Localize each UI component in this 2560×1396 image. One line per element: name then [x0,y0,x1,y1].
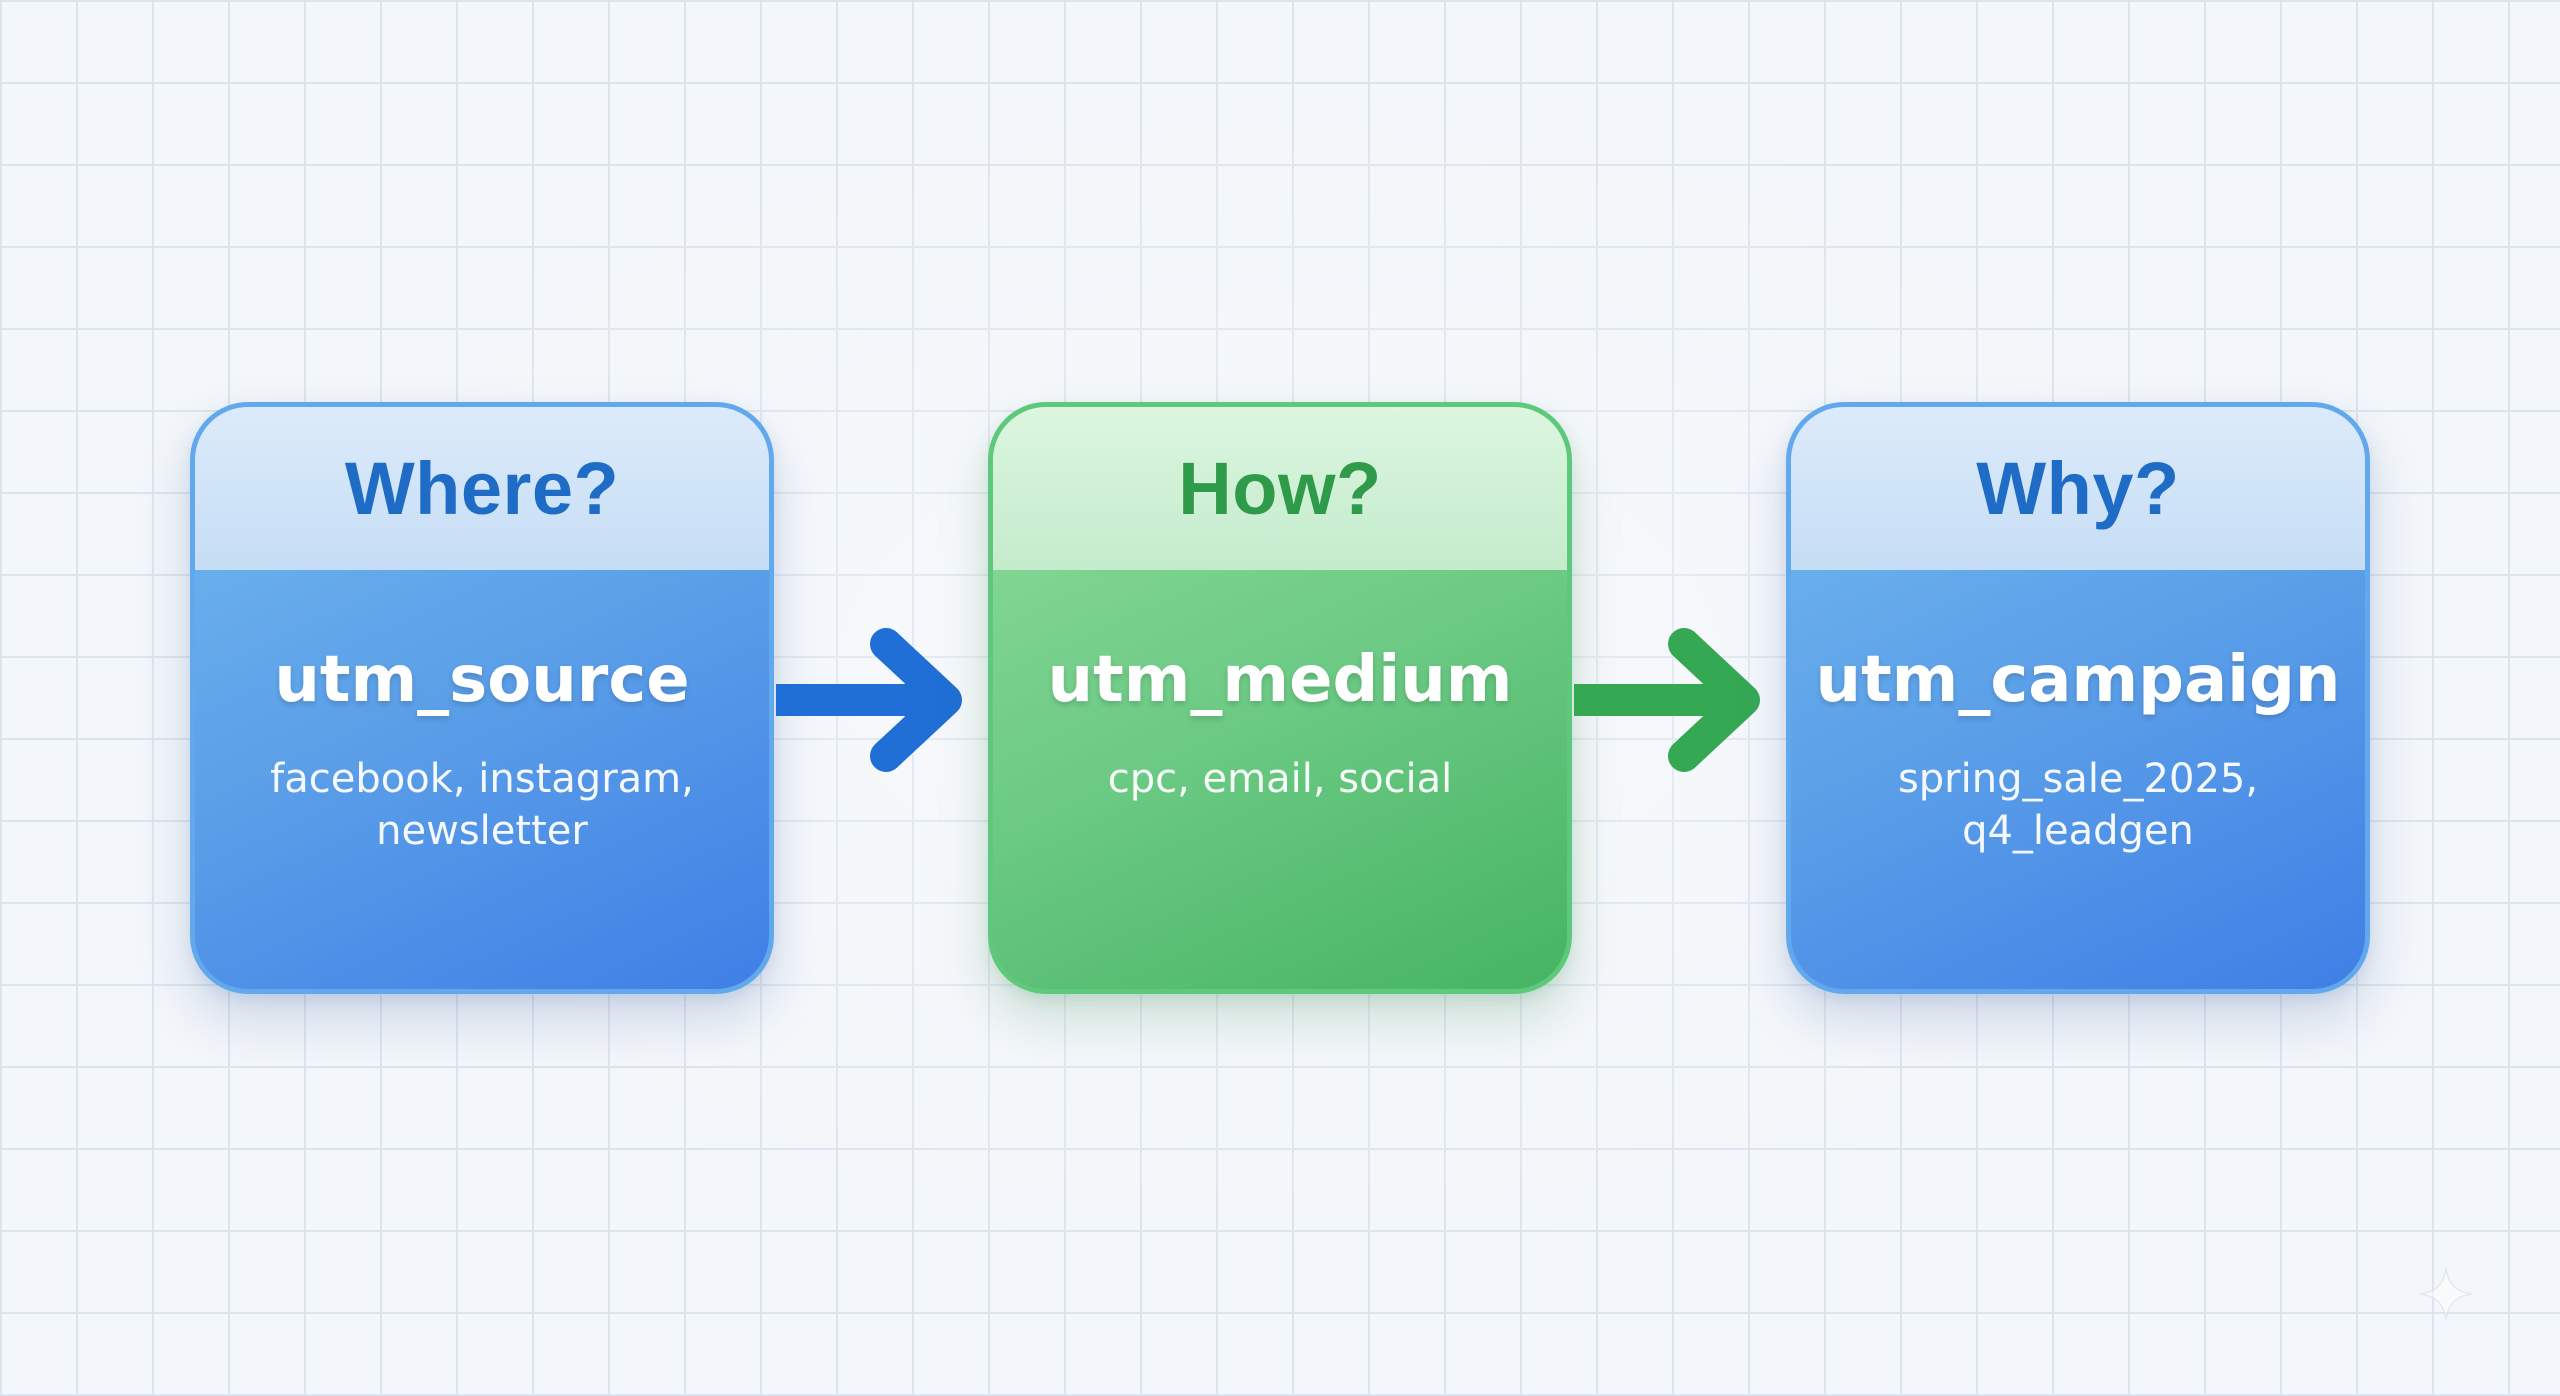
utm-campaign-examples-line-2: q4_leadgen [1962,808,2194,854]
utm-medium-examples: cpc, email, social [1023,753,1537,805]
utm-campaign-examples-line-1: spring_sale_2025, [1897,756,2259,802]
utm-campaign-card-header: Why? [1791,407,2365,570]
utm-campaign-parameter: utm_campaign [1815,643,2341,717]
utm-medium-question: How? [1178,447,1382,530]
utm-medium-card-header: How? [993,407,1567,570]
utm-medium-parameter: utm_medium [1047,643,1513,717]
utm-medium-examples-line-1: cpc, email, social [1107,756,1453,802]
utm-medium-card: How? utm_medium cpc, email, social [988,402,1572,994]
utm-source-card-header: Where? [195,407,769,570]
sparkle-icon [2419,1267,2473,1321]
utm-campaign-card: Why? utm_campaign spring_sale_2025, q4_l… [1786,402,2370,994]
arrow-right-icon [776,628,962,772]
arrow-right-icon [1574,628,1760,772]
utm-source-examples-line-2: newsletter [376,808,588,854]
utm-source-examples: facebook, instagram, newsletter [225,753,739,857]
utm-campaign-question: Why? [1976,447,2180,530]
utm-source-question: Where? [344,447,620,530]
utm-campaign-examples: spring_sale_2025, q4_leadgen [1821,753,2335,857]
utm-source-parameter: utm_source [274,643,690,717]
utm-source-card: Where? utm_source facebook, instagram, n… [190,402,774,994]
utm-source-examples-line-1: facebook, instagram, [270,756,694,802]
